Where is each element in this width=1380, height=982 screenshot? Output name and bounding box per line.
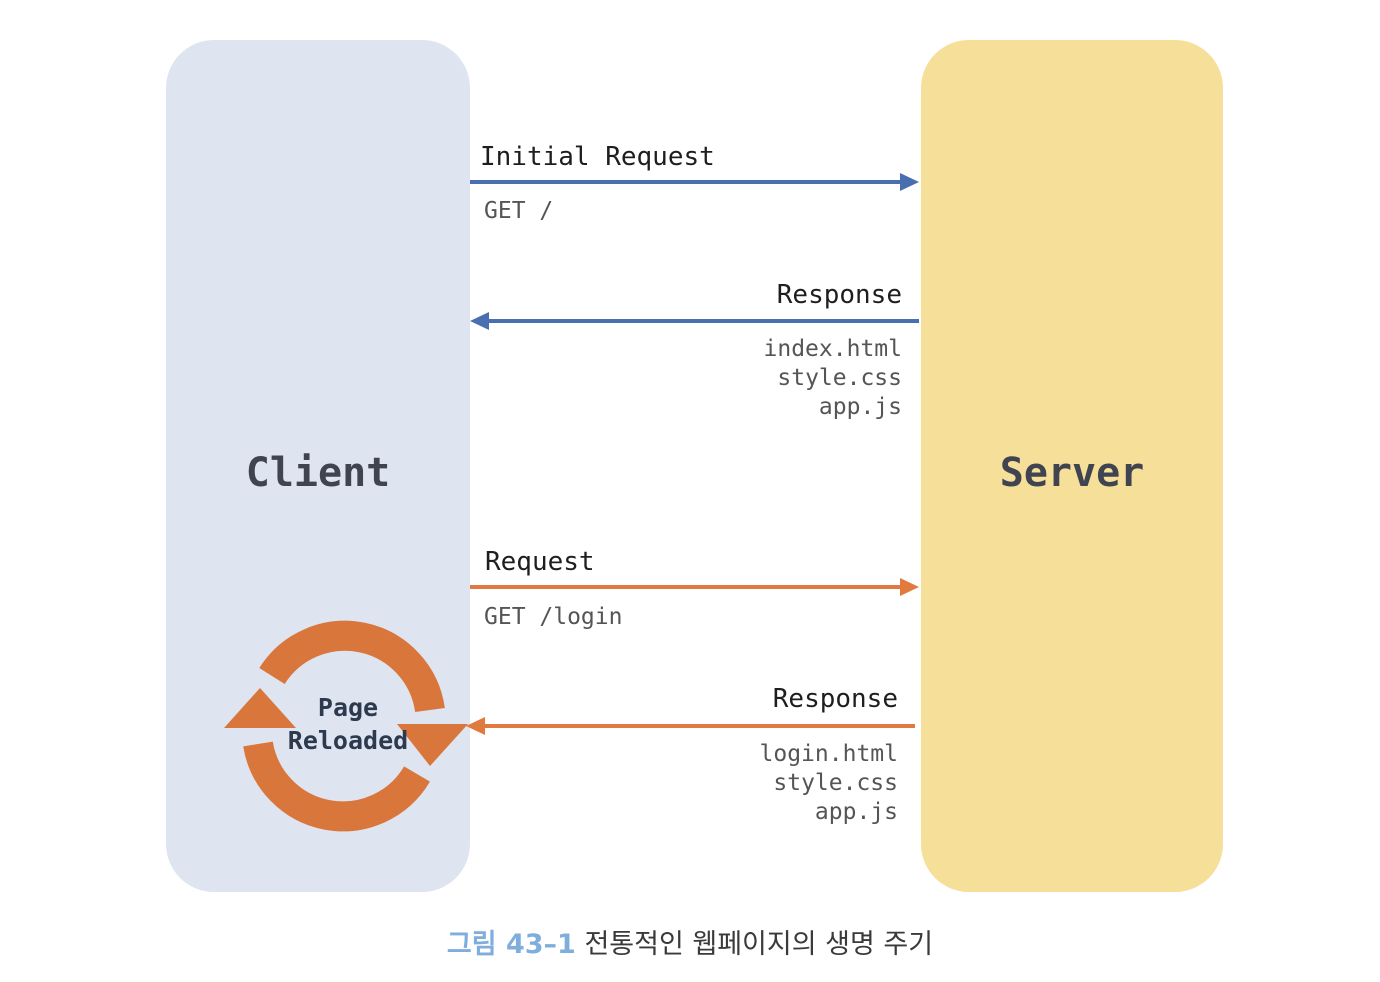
login-response-arrow [466,717,915,735]
reload-cycle-icon [224,620,468,832]
figure-number: 그림 43–1 [446,929,576,960]
login-response-label: Response [772,684,898,714]
page-reloaded-line-2: Reloaded [287,726,409,755]
login-response-detail-3: app.js [814,799,898,825]
server-title: Server [999,450,1145,496]
initial-response-arrow [470,312,919,330]
initial-response-label: Response [776,280,902,310]
initial-request-detail: GET / [484,198,554,224]
login-request-label: Request [485,547,595,577]
client-title: Client [245,450,391,496]
initial-request-arrow [470,173,919,191]
login-response-detail-2: style.css [773,770,898,796]
page-reloaded-text: Page Reloaded [268,691,428,757]
login-response-detail-1: login.html [759,741,898,767]
initial-response-detail-3: app.js [818,394,902,420]
initial-response-detail-2: style.css [777,365,902,391]
login-request-detail: GET /login [484,604,623,630]
initial-request-label: Initial Request [480,142,715,172]
initial-response-detail-1: index.html [763,336,902,362]
server-lane [921,40,1223,892]
figure-caption-text: 전통적인 웹페이지의 생명 주기 [584,929,934,960]
figure-caption: 그림 43–1 전통적인 웹페이지의 생명 주기 [0,922,1380,961]
login-request-arrow [470,578,919,596]
page-reloaded-line-1: Page [317,693,379,722]
